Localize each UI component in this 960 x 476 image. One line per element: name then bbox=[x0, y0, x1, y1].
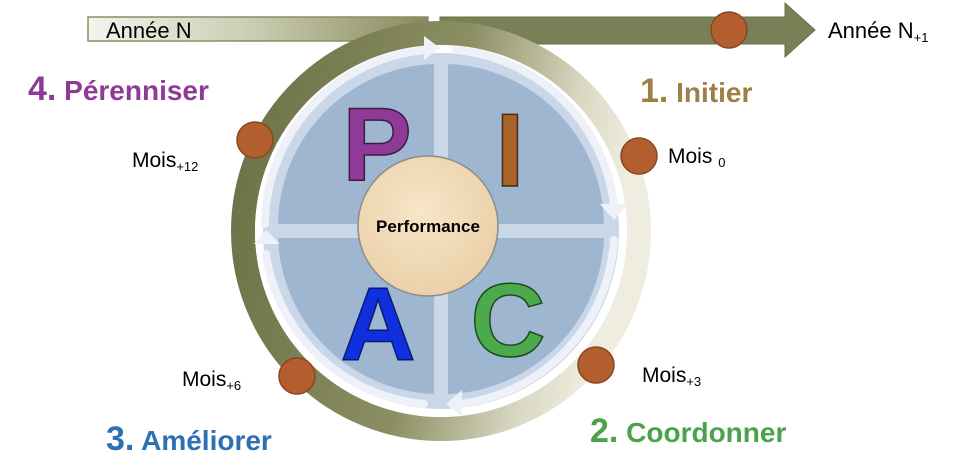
month-6-label: Mois+6 bbox=[182, 368, 241, 393]
milestone-month-6 bbox=[278, 357, 316, 395]
phase-perenniser: 4. Pérenniser bbox=[28, 70, 209, 109]
milestone-month-3 bbox=[577, 346, 615, 384]
milestone-month-0 bbox=[620, 137, 658, 175]
inner-arrowhead-left bbox=[254, 230, 280, 244]
phase-label: Pérenniser bbox=[64, 75, 209, 106]
center-label: Performance bbox=[376, 217, 480, 236]
month-0-label: Mois 0 bbox=[668, 145, 725, 170]
phase-number: 1. bbox=[640, 72, 669, 110]
year-end-text: Année N bbox=[828, 18, 914, 43]
month-text: Mois bbox=[668, 145, 713, 168]
phase-ameliorer: 3. Améliorer bbox=[106, 420, 272, 459]
milestone-year-end bbox=[710, 11, 748, 49]
phase-number: 3. bbox=[106, 420, 135, 458]
month-text: Mois bbox=[132, 149, 177, 172]
quadrant-c bbox=[448, 238, 604, 394]
month-subscript: 0 bbox=[718, 155, 726, 170]
letter-c: C bbox=[470, 263, 545, 379]
month-subscript: +12 bbox=[176, 159, 199, 174]
month-12-label: Mois+12 bbox=[132, 149, 198, 174]
inner-arrow-top-right bbox=[452, 46, 618, 210]
milestone-month-12 bbox=[236, 121, 274, 159]
year-end-subscript: +1 bbox=[913, 30, 929, 45]
quadrant-i bbox=[448, 64, 604, 224]
phase-label: Coordonner bbox=[626, 417, 787, 448]
month-text: Mois bbox=[642, 364, 687, 387]
inner-arrow-bottom-left bbox=[262, 250, 428, 408]
letter-i: I bbox=[496, 93, 525, 209]
inner-arrowhead-bottom bbox=[446, 390, 462, 416]
inner-arrow-top-left bbox=[261, 46, 430, 228]
year-start-text: Année N bbox=[106, 18, 192, 43]
phase-initier: 1. Initier bbox=[640, 72, 752, 111]
month-3-label: Mois+3 bbox=[642, 364, 701, 389]
month-subscript: +6 bbox=[226, 378, 242, 393]
year-start-label: Année N bbox=[106, 18, 192, 44]
center-circle bbox=[357, 155, 499, 297]
year-end-label: Année N+1 bbox=[828, 18, 928, 45]
timeline-bar-start bbox=[87, 16, 429, 42]
inner-arrow-bottom-right bbox=[456, 236, 618, 408]
month-subscript: +3 bbox=[686, 374, 702, 389]
phase-number: 4. bbox=[28, 70, 57, 108]
inner-arrowhead-top bbox=[424, 36, 440, 60]
month-text: Mois bbox=[182, 368, 227, 391]
phase-coordonner: 2. Coordonner bbox=[590, 412, 786, 451]
outer-cycle-ring bbox=[231, 21, 651, 441]
inner-arrowhead-right bbox=[600, 204, 628, 220]
phase-label: Initier bbox=[676, 77, 753, 108]
phase-number: 2. bbox=[590, 412, 619, 450]
phase-label: Améliorer bbox=[141, 425, 272, 456]
